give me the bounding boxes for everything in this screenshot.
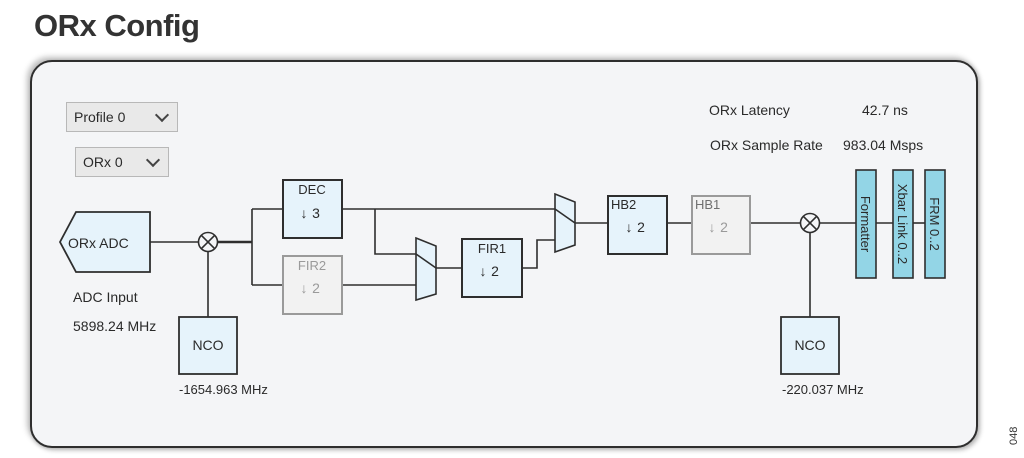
wire-fir1-mux2 [522,239,555,269]
formatter-label: Formatter [858,196,873,253]
fir1-block [461,238,523,298]
fir1-factor: 2 [491,263,499,279]
down-arrow-icon: ↓ [480,263,487,279]
mux-1-icon [415,236,437,302]
orx-adc-block [58,211,151,273]
profile-select[interactable]: Profile 0 [66,102,178,132]
orx-select[interactable]: ORx 0 [75,147,169,177]
profile-select-value: Profile 0 [74,109,126,125]
down-arrow-icon: ↓ [709,219,716,235]
mixer-2-icon [799,212,821,234]
xbar-block [892,169,914,279]
nco2-freq: -220.037 MHz [782,382,864,397]
fir1-label: FIR1 [478,241,506,256]
down-arrow-icon: ↓ [626,219,633,235]
mixer-1-icon [197,231,219,253]
nco1-freq: -1654.963 MHz [179,382,268,397]
latency-label: ORx Latency [709,102,790,118]
adc-input-label: ADC Input [73,289,138,305]
xbar-label: Xbar Link 0..2 [895,184,910,264]
adc-input-freq: 5898.24 MHz [73,318,157,334]
orx-select-value: ORx 0 [83,154,123,170]
hb1-label: HB1 [695,197,720,212]
fir2-block [282,255,343,315]
mux-2-icon [554,192,576,254]
hb2-label: HB2 [611,197,636,212]
orx-adc-label: ORx ADC [68,235,129,251]
sample-rate-value: 983.04 Msps [843,137,924,153]
nco2-block [780,316,840,375]
nco2-label: NCO [794,337,825,353]
latency-value: 42.7 ns [862,102,908,118]
hb1-block [691,195,751,255]
hb1-factor: 2 [720,219,728,235]
page-title: ORx Config [34,8,200,43]
nco1-label: NCO [192,337,223,353]
frm-block [924,169,946,279]
nco1-block [178,316,238,375]
sample-rate-label: ORx Sample Rate [710,137,823,153]
wire-dec-mux1 [374,209,416,255]
fir2-label: FIR2 [298,258,326,273]
dec-block [282,179,343,239]
formatter-block [855,169,877,279]
signal-lines [150,208,925,317]
fir2-factor: 2 [312,280,320,296]
down-arrow-icon: ↓ [301,280,308,296]
frm-label: FRM 0..2 [927,197,942,250]
dec-label: DEC [298,182,325,197]
hb2-factor: 2 [637,219,645,235]
dec-factor: 3 [312,205,320,221]
down-arrow-icon: ↓ [301,205,308,221]
hb2-block [607,195,668,255]
